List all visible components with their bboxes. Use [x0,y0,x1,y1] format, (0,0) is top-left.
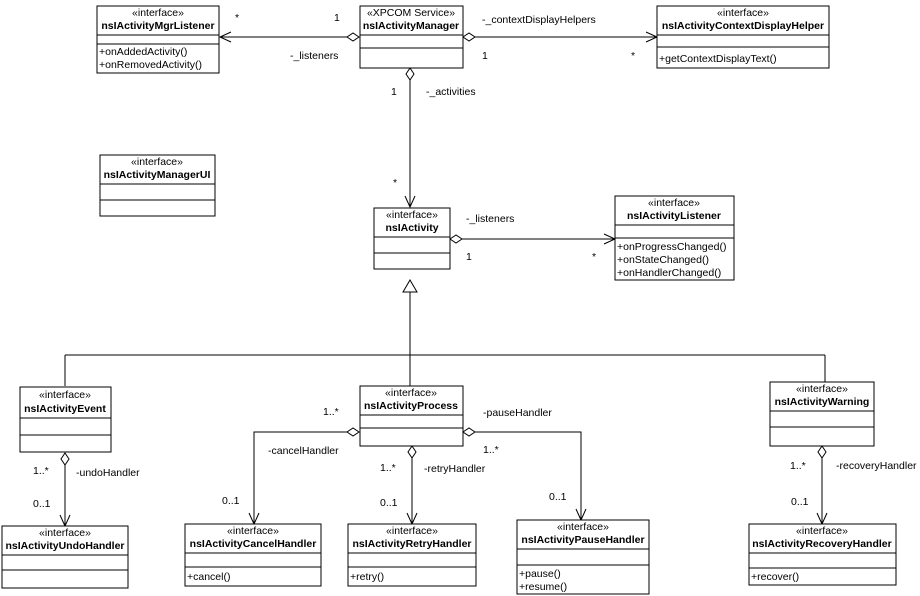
class-box-retry-handler: «interface» nsIActivityRetryHandler +ret… [347,523,477,587]
class-name: nsIActivity [385,222,438,234]
assoc-target-multiplicity: * [393,177,397,189]
class-box-pause-handler: «interface» nsIActivityPauseHandler +pau… [516,519,650,595]
assoc-role-label: -undoHandler [76,467,140,479]
class-operation: +onHandlerChanged() [617,267,721,279]
class-stereotype: «interface» [648,197,700,209]
class-name: nsIActivityListener [627,210,721,222]
class-box-recovery-handler: «interface» nsIActivityRecoveryHandler +… [748,523,897,586]
assoc-target-multiplicity: * [592,251,596,263]
assoc-cancel-handler [248,427,360,526]
assoc-target-multiplicity: * [631,50,635,62]
generalization-arrowhead [402,279,418,293]
class-box-activity-event: «interface» nsIActivityEvent [19,386,112,453]
assoc-context-display-helpers [462,31,659,43]
assoc-role-label: -retryHandler [424,463,486,475]
assoc-source-multiplicity: 1..* [790,460,806,472]
class-stereotype: «interface» [131,156,183,168]
class-stereotype: «XPCOM Service» [367,7,455,19]
class-box-context-display-helper: «interface» nsIActivityContextDisplayHel… [656,5,830,69]
class-name: nsIActivityManagerUI [104,169,211,181]
class-stereotype: «interface» [386,209,438,221]
class-box-activity-manager: «XPCOM Service» nsIActivityManager [359,5,464,69]
class-box-activity-listener: «interface» nsIActivityListener +onProgr… [614,195,735,281]
assoc-role-label: -_listeners [466,213,514,225]
class-operation: +pause() [519,568,561,580]
class-name: nsIActivityManager [363,20,459,32]
class-operation: +onRemovedActivity() [99,59,202,71]
assoc-activity-listeners [449,233,617,245]
assoc-target-multiplicity: 0..1 [791,496,809,508]
assoc-mgr-listeners [218,31,360,43]
class-box-mgr-listener: «interface» nsIActivityMgrListener +onAd… [96,5,220,74]
assoc-target-multiplicity: 0..1 [549,491,567,503]
class-box-manager-ui: «interface» nsIActivityManagerUI [99,154,216,217]
class-operation: +onProgressChanged() [617,241,726,253]
class-name: nsIActivityCancelHandler [190,538,317,550]
class-name: nsIActivityWarning [775,396,870,408]
assoc-source-multiplicity: 1..* [380,462,396,474]
assoc-undo-handler [59,452,71,528]
assoc-recovery-handler [816,445,828,526]
class-name: nsIActivityProcess [364,400,458,412]
class-stereotype: «interface» [796,525,848,537]
assoc-source-multiplicity: 1 [334,12,340,24]
class-stereotype: «interface» [386,525,438,537]
class-box-activity-process: «interface» nsIActivityProcess [359,385,464,447]
class-stereotype: «interface» [796,383,848,395]
assoc-target-multiplicity: * [235,12,239,24]
class-operation: +cancel() [187,571,230,583]
assoc-activities [404,67,416,209]
class-operation: +onAddedActivity() [99,46,187,58]
assoc-source-multiplicity: 1 [466,251,472,263]
class-name: nsIActivityMgrListener [101,20,214,32]
assoc-role-label: -_contextDisplayHelpers [482,14,596,26]
class-name: nsIActivityPauseHandler [521,534,644,546]
assoc-role-label: -_listeners [290,50,338,62]
class-stereotype: «interface» [385,387,437,399]
assoc-target-multiplicity: 0..1 [222,495,240,507]
assoc-role-label: -cancelHandler [268,445,339,457]
assoc-source-multiplicity: 1..* [33,465,49,477]
class-operation: +getContextDisplayText() [659,53,777,65]
class-name: nsIActivityContextDisplayHelper [662,20,824,32]
class-name: nsIActivityUndoHandler [5,540,124,552]
class-name: nsIActivityRecoveryHandler [752,538,891,550]
assoc-retry-handler [406,445,418,526]
class-stereotype: «interface» [39,527,91,539]
assoc-target-multiplicity: 0..1 [33,498,51,510]
class-stereotype: «interface» [557,521,609,533]
class-name: nsIActivityRetryHandler [352,538,471,550]
class-operation: +onStateChanged() [617,254,709,266]
class-box-undo-handler: «interface» nsIActivityUndoHandler [1,525,129,589]
class-operation: +resume() [519,581,567,593]
assoc-role-label: -pauseHandler [483,407,552,419]
assoc-target-multiplicity: 0..1 [380,497,398,509]
class-box-activity-warning: «interface» nsIActivityWarning [769,381,875,447]
class-stereotype: «interface» [132,7,184,19]
class-operation: +recover() [751,571,799,583]
assoc-role-label: -recoveryHandler [836,460,917,472]
class-stereotype: «interface» [717,7,769,19]
class-stereotype: «interface» [39,389,91,401]
assoc-source-multiplicity: 1 [391,86,397,98]
assoc-source-multiplicity: 1..* [323,406,339,418]
class-box-activity: «interface» nsIActivity [373,207,451,270]
class-name: nsIActivityEvent [24,403,106,415]
class-operation: +retry() [350,571,384,583]
class-stereotype: «interface» [227,525,279,537]
assoc-source-multiplicity: 1..* [483,444,499,456]
assoc-role-label: -_activities [426,86,476,98]
assoc-source-multiplicity: 1 [482,50,488,62]
generalization-tree [64,279,826,386]
class-box-cancel-handler: «interface» nsIActivityCancelHandler +ca… [184,523,322,587]
